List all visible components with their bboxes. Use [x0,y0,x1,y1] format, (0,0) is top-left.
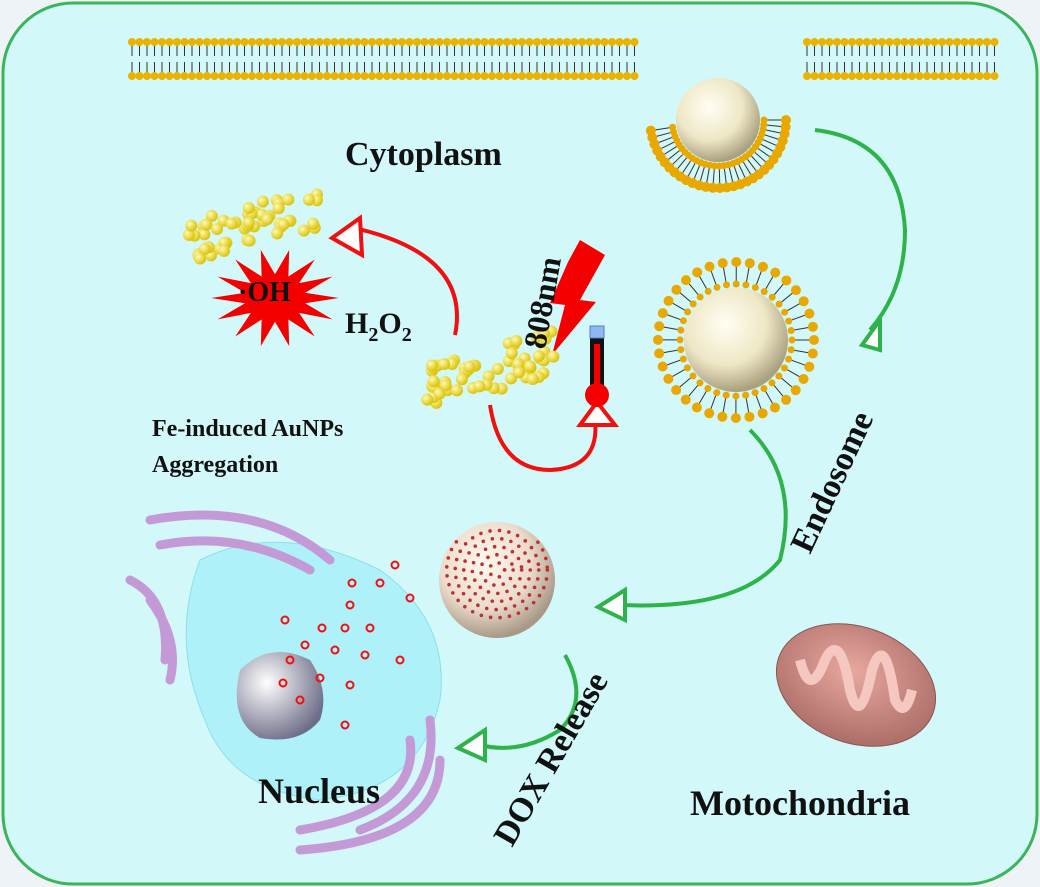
hydroxyl-radical-burst [211,249,339,347]
arrow-to-oh [354,226,459,336]
h2o2-h: H [345,307,368,340]
label-aggregation-line2: Aggregation [152,452,278,478]
arrow-to-heat [488,404,598,473]
released-nanoparticle [439,522,555,638]
cell-membrane-bilayer [128,38,999,80]
arrow-to-endosome [814,128,908,332]
h2o2-sub2: 2 [402,324,412,346]
thermometer-icon [585,325,609,407]
nanoparticle-entering-cell [645,78,791,193]
nucleolus [236,652,324,740]
label-mitochondria: Motochondria [690,783,910,823]
label-aggregation-line1: Fe-induced AuNPs [152,416,343,442]
dox-molecules [278,560,415,730]
h2o2-o: O [378,307,401,340]
aunp-cluster-dispersed [182,188,324,265]
red-arrows [328,214,620,473]
label-h2o2: H2O2 [345,307,412,346]
h2o2-sub1: 2 [368,324,378,346]
label-hydroxyl-radical: ·OH [238,277,291,308]
endoplasmic-reticulum [125,510,445,855]
label-cytoplasm: Cytoplasm [345,136,502,173]
mitochondria-icon [775,623,937,747]
label-nucleus: Nucleus [258,771,380,811]
aunp-cluster-aggregated [421,325,560,409]
laser-lightning-icon [550,240,605,355]
arrow-to-nucleus [479,654,579,750]
arrow-to-release [619,428,788,608]
green-arrows [453,128,908,764]
endosome-nanoparticle [653,257,819,423]
